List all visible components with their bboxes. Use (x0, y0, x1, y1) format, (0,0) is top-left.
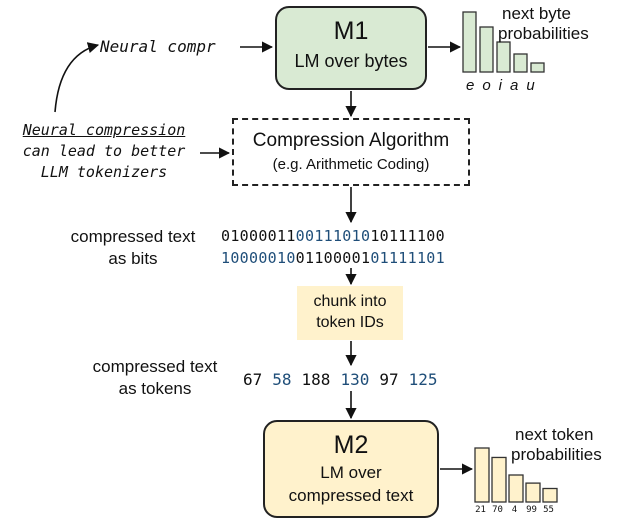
bits-segment-row1-0: 01000011 (221, 227, 296, 245)
bits-label: compressed text as bits (48, 226, 218, 270)
bits-label-line1: compressed text (70, 227, 196, 246)
input-text: Neural compr (100, 37, 216, 56)
compression-box: Compression Algorithm (e.g. Arithmetic C… (232, 118, 470, 186)
next-byte-line2: probabilities (498, 24, 589, 43)
next-token-line2: probabilities (511, 445, 602, 464)
bits-segment-row1-2: 10111100 (370, 227, 445, 245)
side-note: Neural compression can lead to better LL… (4, 120, 204, 183)
next-byte-bar-0 (462, 11, 477, 73)
token-5: 125 (408, 370, 438, 389)
next-token-bar-2 (508, 474, 524, 503)
bits-segment-row1-1: 00111010 (295, 227, 371, 245)
side-note-line2: can lead to better (22, 142, 186, 160)
next-token-number-0: 21 (475, 505, 486, 515)
m2-line1: LM over (320, 463, 382, 482)
chunk-box: chunk into token IDs (297, 286, 403, 340)
next-token-number-1: 70 (492, 505, 503, 515)
bits-segment-row2-0: 10000010 (221, 249, 296, 267)
next-token-bar-4 (542, 487, 558, 503)
bits-row-1: 010000110011101010111100 (221, 226, 445, 247)
next-token-number-2: 4 (511, 505, 518, 515)
tokens-row: 67 58 188 130 97 125 (243, 370, 448, 389)
compression-title: Compression Algorithm (252, 130, 450, 151)
next-token-bars (474, 447, 558, 503)
bits-row-2: 100000100110000101111101 (221, 248, 445, 269)
next-byte-bar-3 (513, 53, 528, 73)
next-token-numbers: 21 70 4 99 55 (472, 505, 557, 515)
m1-box: M1 LM over bytes (275, 6, 427, 90)
token-1: 58 (272, 370, 292, 389)
next-token-number-3: 99 (526, 505, 537, 515)
next-token-bar-1 (491, 456, 507, 503)
arrow-note-to-input (54, 42, 100, 113)
bits-label-line2: as bits (108, 249, 158, 268)
next-byte-bar-1 (479, 26, 494, 73)
side-note-line1: Neural compression (22, 121, 186, 139)
compression-subtitle: (e.g. Arithmetic Coding) (272, 156, 430, 173)
next-token-label: next token probabilities (511, 425, 602, 465)
token-3: 130 (340, 370, 370, 389)
m2-box: M2 LM over compressed text (263, 420, 439, 518)
next-byte-bars (462, 11, 545, 73)
next-token-line1: next token (515, 425, 594, 444)
bits-segment-row2-1: 01100001 (295, 249, 371, 267)
next-byte-bar-2 (496, 41, 511, 73)
bits-segment-row2-2: 01111101 (370, 249, 445, 267)
side-note-line3: LLM tokenizers (40, 163, 168, 181)
m1-title: M1 (333, 17, 369, 45)
next-byte-line1: next byte (502, 4, 571, 23)
chunk-line2: token IDs (316, 314, 384, 331)
next-byte-letters: eoiau (466, 77, 543, 94)
tokens-label: compressed text as tokens (70, 356, 240, 400)
token-2: 188 (301, 370, 331, 389)
next-token-number-4: 55 (543, 505, 554, 515)
tokens-label-line2: as tokens (118, 379, 192, 398)
m2-line2: compressed text (288, 486, 414, 505)
next-token-bar-3 (525, 482, 541, 503)
m1-subtitle: LM over bytes (294, 51, 408, 71)
token-4: 97 (379, 370, 399, 389)
m2-title: M2 (333, 431, 369, 459)
token-0: 67 (243, 370, 263, 389)
next-byte-label: next byte probabilities (498, 4, 589, 44)
next-byte-bar-4 (530, 62, 545, 73)
next-token-bar-0 (474, 447, 490, 503)
chunk-line1: chunk into (313, 293, 387, 310)
tokens-label-line1: compressed text (92, 357, 218, 376)
